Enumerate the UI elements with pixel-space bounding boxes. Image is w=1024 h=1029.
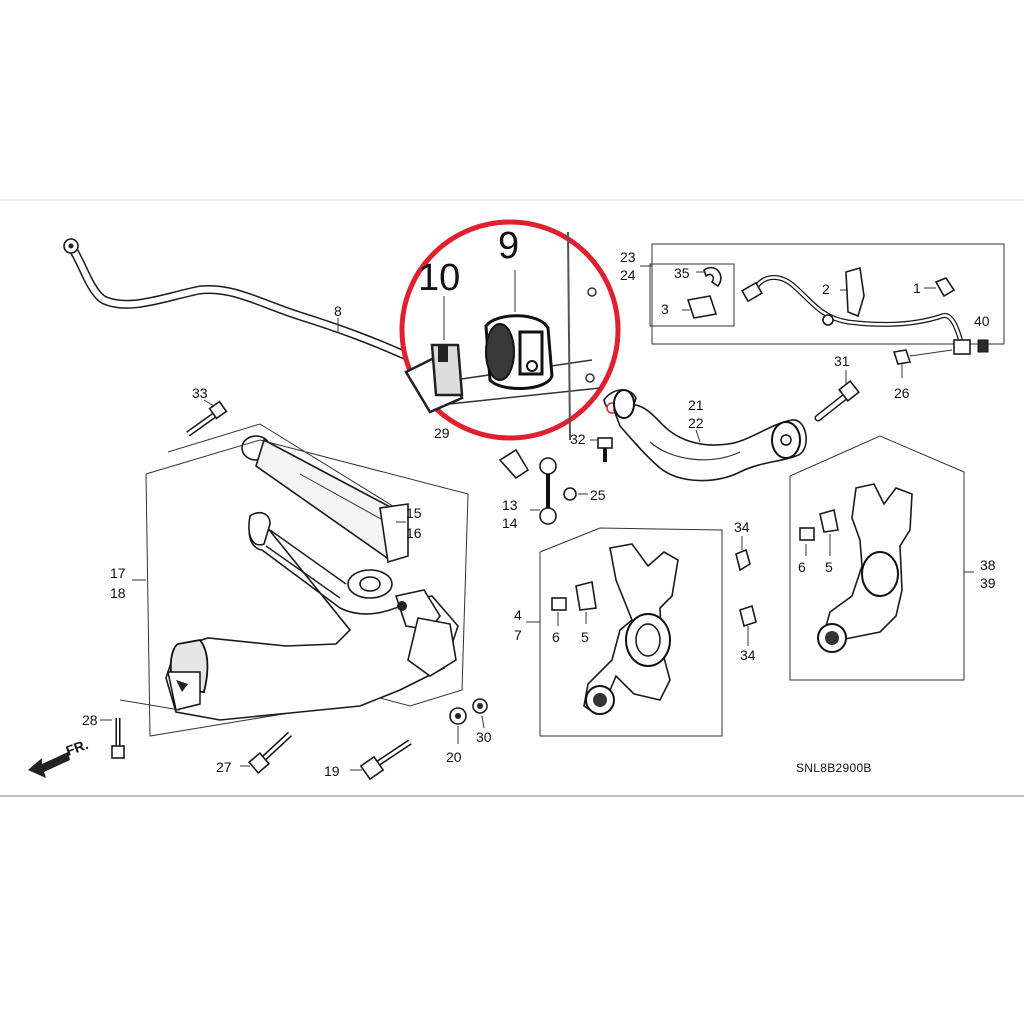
label-28: 28 xyxy=(82,712,98,728)
label-29: 29 xyxy=(434,425,450,441)
label-5a: 5 xyxy=(581,629,589,645)
bolt-31 xyxy=(814,380,860,422)
clip-2 xyxy=(845,266,865,318)
bolt-5a xyxy=(575,581,597,611)
label-20: 20 xyxy=(446,749,462,765)
bolt-27 xyxy=(248,731,293,774)
label-17: 17 xyxy=(110,565,126,581)
stabilizer-bar xyxy=(63,238,425,367)
lower-control-arm xyxy=(165,511,459,721)
bolt-19 xyxy=(359,739,412,781)
label-18: 18 xyxy=(110,585,126,601)
label-6b: 6 xyxy=(798,559,806,575)
label-22: 22 xyxy=(688,415,704,431)
bolt-32 xyxy=(597,437,613,462)
nut-40 xyxy=(977,339,989,353)
front-arrow-icon xyxy=(28,752,70,778)
bolt-6a xyxy=(551,597,567,611)
label-16: 16 xyxy=(406,525,422,541)
nut-34b xyxy=(739,604,757,628)
clip-3 xyxy=(686,295,718,319)
knuckle-left xyxy=(583,543,679,716)
upper-arm xyxy=(613,389,807,482)
label-38: 38 xyxy=(980,557,996,573)
label-34a: 34 xyxy=(734,519,750,535)
stabilizer-link xyxy=(498,448,577,525)
label-30: 30 xyxy=(476,729,492,745)
label-15: 15 xyxy=(406,505,422,521)
front-label: FR. xyxy=(64,736,91,759)
bolt-5b xyxy=(819,508,839,533)
clip-35 xyxy=(703,266,722,288)
zoom-label-10: 10 xyxy=(418,257,460,299)
trailing-arm xyxy=(241,435,409,564)
label-14: 14 xyxy=(502,515,518,531)
label-39: 39 xyxy=(980,575,996,591)
label-21: 21 xyxy=(688,397,704,413)
bolt-28 xyxy=(111,718,125,759)
label-13: 13 xyxy=(502,497,518,513)
clip-1 xyxy=(934,277,956,298)
bolt-6b xyxy=(799,527,815,541)
zoom-label-9: 9 xyxy=(498,225,519,267)
diagram-code: SNL8B2900B xyxy=(796,761,872,775)
label-4: 4 xyxy=(514,607,522,623)
label-40: 40 xyxy=(974,313,990,329)
nut-25 xyxy=(563,487,577,501)
label-32: 32 xyxy=(570,431,586,447)
harness-box xyxy=(651,243,1005,345)
label-19: 19 xyxy=(324,763,340,779)
label-8: 8 xyxy=(334,303,342,319)
label-2: 2 xyxy=(822,281,830,297)
label-26: 26 xyxy=(894,385,910,401)
label-25: 25 xyxy=(590,487,606,503)
label-1: 1 xyxy=(913,280,921,296)
label-7: 7 xyxy=(514,627,522,643)
label-33: 33 xyxy=(192,385,208,401)
nut-34a xyxy=(735,548,751,572)
knuckle-right xyxy=(817,483,913,653)
label-6a: 6 xyxy=(552,629,560,645)
label-5b: 5 xyxy=(825,559,833,575)
label-34b: 34 xyxy=(740,647,756,663)
label-3: 3 xyxy=(661,301,669,317)
label-24: 24 xyxy=(620,267,636,283)
zoom-detail: 9 10 xyxy=(399,219,621,441)
bolt-26 xyxy=(892,349,912,365)
label-35: 35 xyxy=(674,265,690,281)
label-31: 31 xyxy=(834,353,850,369)
sensor-wire xyxy=(740,275,971,355)
label-27: 27 xyxy=(216,759,232,775)
label-23: 23 xyxy=(620,249,636,265)
bolt-33 xyxy=(186,400,228,437)
